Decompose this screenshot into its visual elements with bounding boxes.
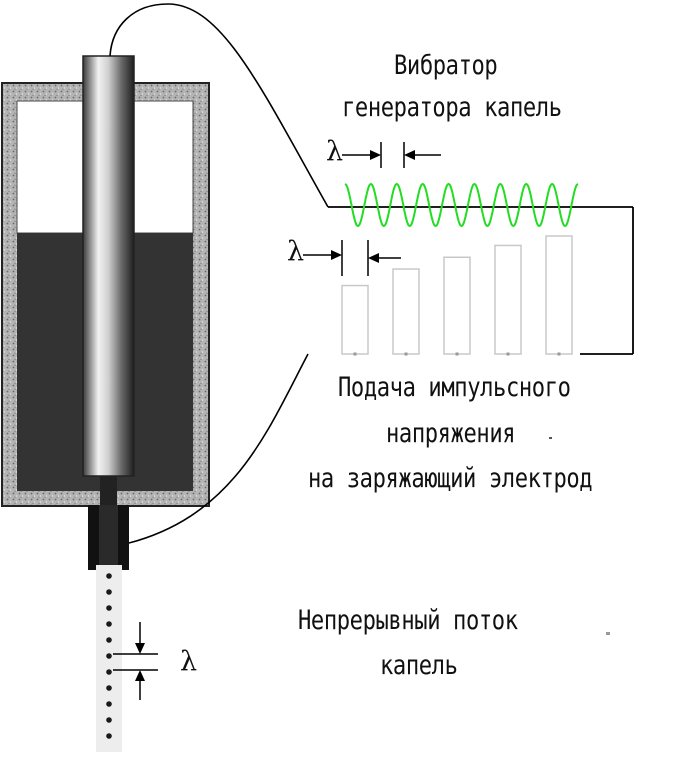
nozzle-left-wall	[88, 505, 99, 570]
droplet-9	[106, 701, 112, 707]
nozzle-right-wall	[118, 505, 129, 570]
voltage-pulse-2	[392, 268, 420, 355]
voltage-pulse-4	[494, 244, 522, 355]
vibrator-label-line1: Вибратор	[394, 50, 498, 81]
nozzle-neck	[100, 476, 117, 506]
voltage-pulse-5	[545, 235, 573, 355]
stream-label-line1: Непрерывный поток	[298, 605, 518, 636]
vibration-wave	[344, 182, 579, 228]
pulse-label-line2: напряжения	[386, 418, 516, 449]
pulse-label-line1: Подача импульсного	[338, 372, 571, 403]
nozzle-channel	[99, 505, 118, 565]
droplet-3	[106, 605, 112, 611]
pulse-base-mark-3	[455, 352, 459, 356]
vibrator-wire	[109, 3, 329, 208]
stream-label-line2: капель	[380, 650, 458, 681]
lambda-top-left-arrowhead	[370, 150, 381, 160]
lambda-bottom-top-arrowhead	[135, 643, 145, 654]
pulse-base-mark-1	[353, 352, 357, 356]
lambda-mid-symbol: λ	[287, 236, 305, 267]
pulse-label-line3: на заряжающий электрод	[308, 463, 593, 494]
electrode-wire	[128, 353, 309, 544]
droplet-2	[106, 589, 112, 595]
voltage-pulse-1	[341, 284, 369, 355]
pulse-base-mark-4	[506, 352, 510, 356]
lambda-mid-left-arrowhead	[331, 250, 342, 260]
pulse-base-mark-2	[404, 352, 408, 356]
voltage-pulses	[341, 235, 573, 356]
pulse-base-mark-5	[557, 352, 561, 356]
vibrator-label-line2: генератора капель	[342, 92, 562, 123]
droplet-10	[106, 717, 112, 723]
lambda-top-right-arrowhead	[404, 150, 415, 160]
droplet-6	[106, 653, 112, 659]
lambda-bottom-symbol: λ	[180, 646, 198, 677]
lambda-mid-right-arrowhead	[368, 253, 379, 263]
droplet-7	[106, 669, 112, 675]
vibrator-tube	[82, 55, 135, 477]
droplet-8	[106, 685, 112, 691]
lambda-bottom-bottom-arrowhead	[135, 670, 145, 681]
speck-1	[549, 437, 552, 439]
droplet-11	[106, 733, 112, 739]
droplet-4	[106, 621, 112, 627]
droplet-1	[106, 573, 112, 579]
droplet-5	[106, 637, 112, 643]
lambda-top-symbol: λ	[326, 136, 344, 167]
voltage-pulse-3	[443, 256, 471, 355]
speck-2	[606, 632, 610, 635]
